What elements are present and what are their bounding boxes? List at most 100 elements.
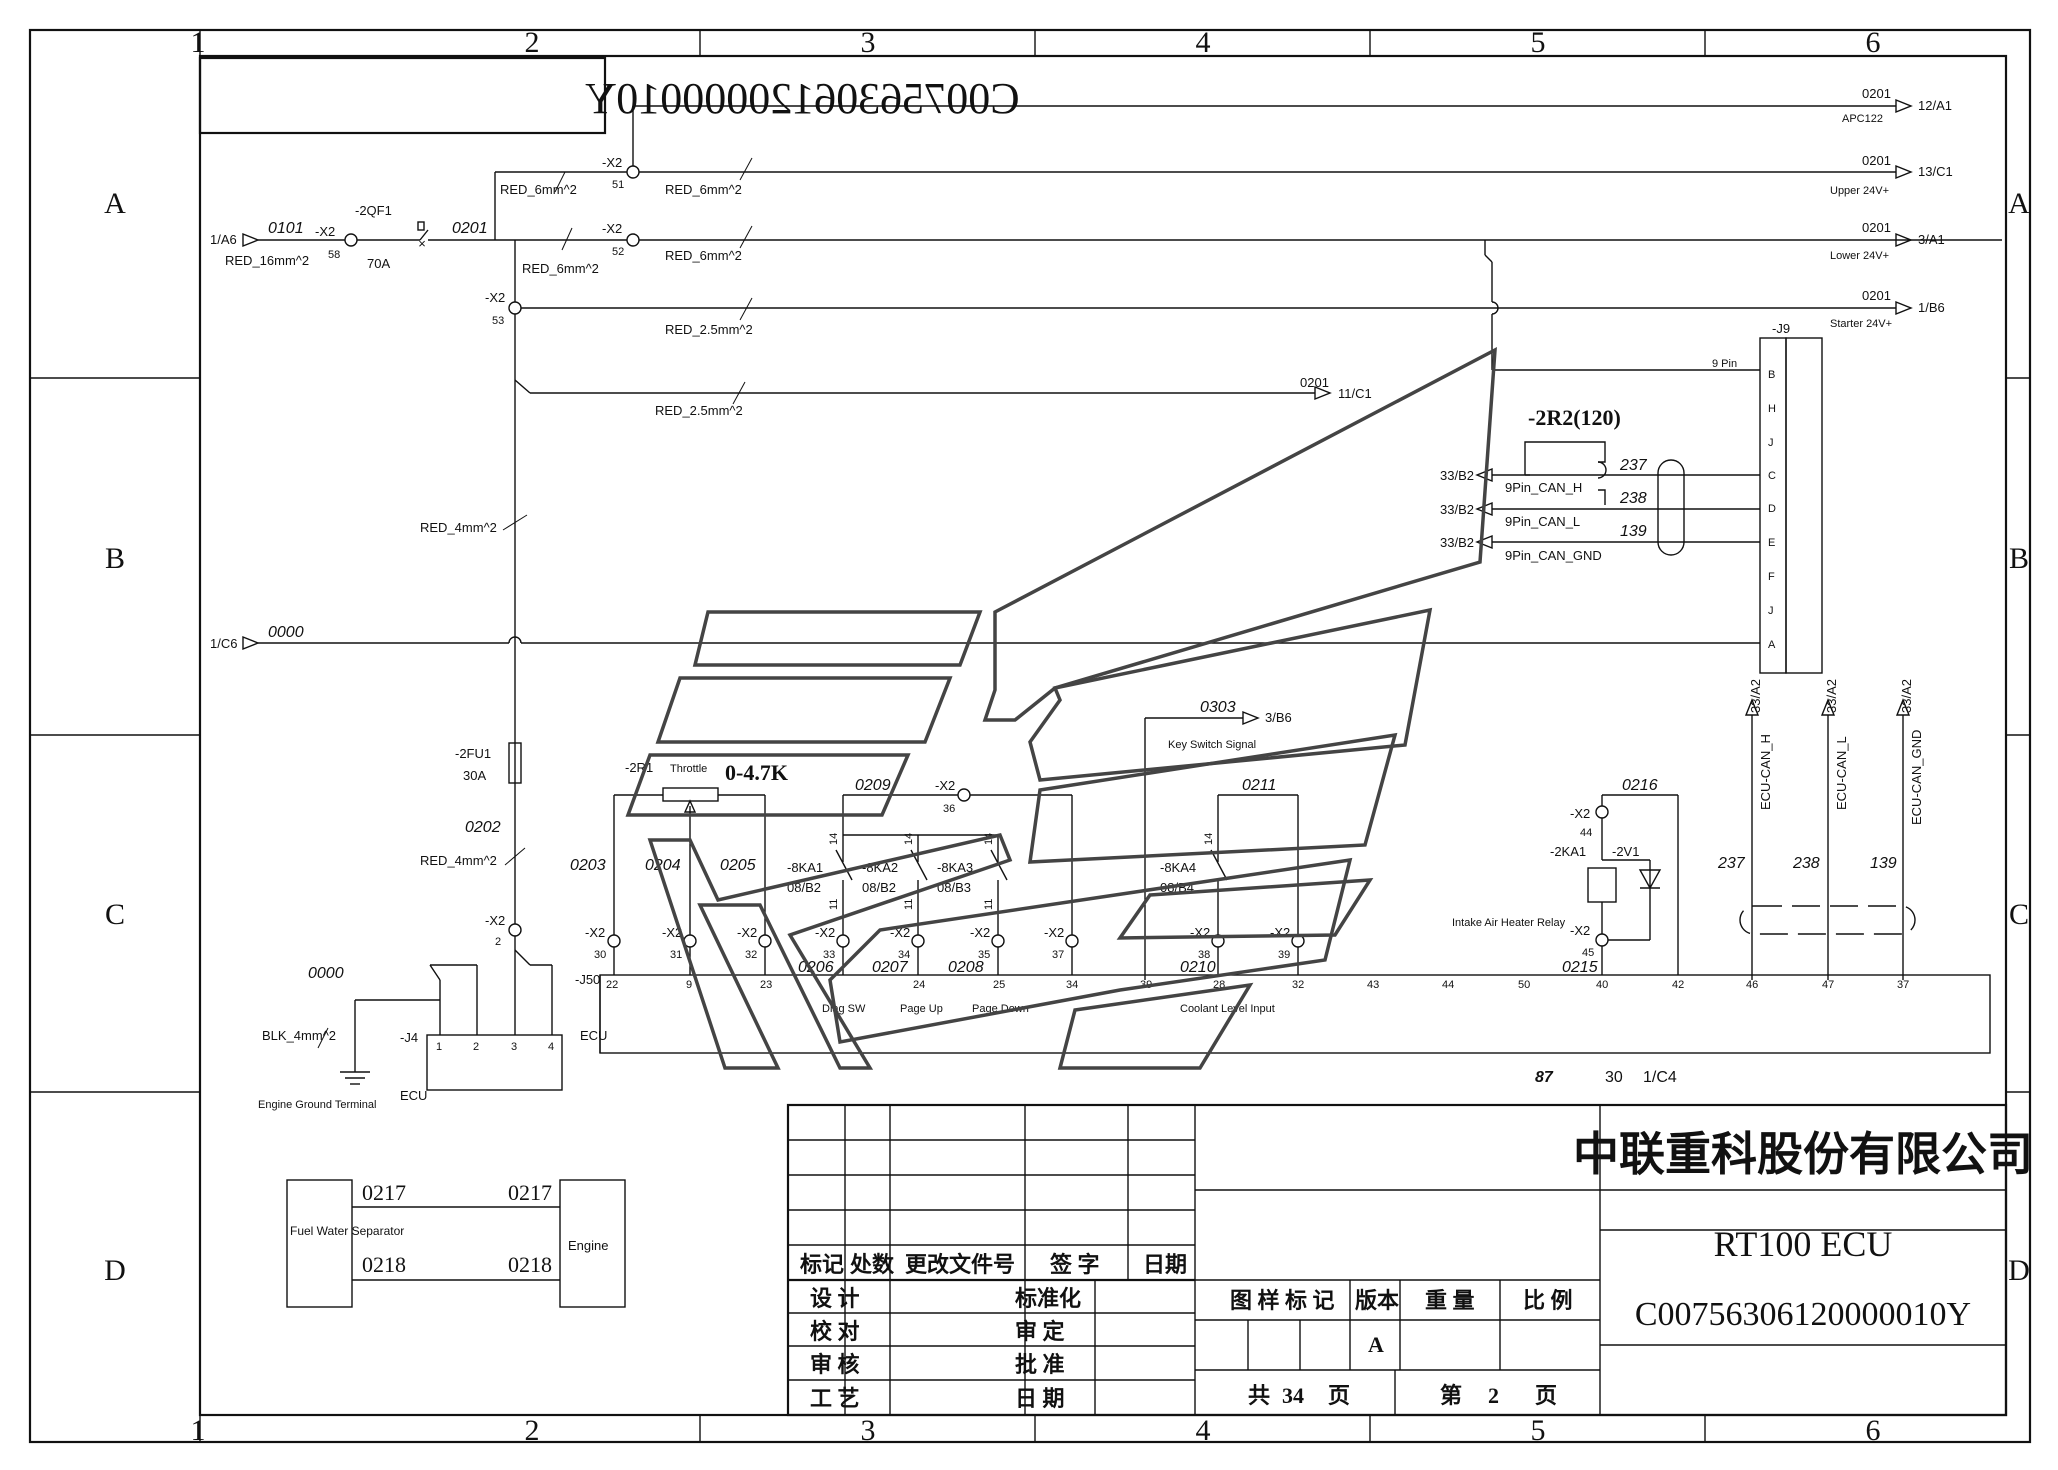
relay-ref: -8KA1 [787,860,823,875]
ecu-can-name: ECU-CAN_H [1758,734,1773,810]
relay-contact-lower: 11 [903,899,915,910]
bus-outputs: 0201 12/A1 APC122 0201 13/C1 Upper 24V+ … [1484,86,1953,371]
row-markers: A B C D A B C D [104,187,2030,1287]
breaker-x-icon: × [418,236,426,251]
ground-wire-j4: 0000 [308,965,344,982]
out-wire: 0201 [1862,288,1891,303]
ecu-can-h: 33/A2 ECU-CAN_H 237 [1717,679,1773,980]
drawing-number: C00756306120000010Y [1635,1296,1971,1333]
j9-pin: F [1768,571,1775,583]
total-label: 共 [1248,1383,1270,1408]
rev-header: 签 字 [1049,1252,1100,1277]
x2-pin: 35 [978,949,990,961]
relay-contact-lower: 11 [983,899,995,910]
ecu-can-name: ECU-CAN_L [1834,736,1849,810]
x2-pin: 32 [745,949,757,961]
row-marker-left: C [105,898,125,931]
relay-8ka1: -8KA1 08/B2 14 11 [787,833,998,935]
throttle-resistor [662,787,719,802]
rev-header: 日期 [1143,1252,1187,1277]
j4-pin: 3 [511,1041,517,1053]
fuse-2fu1 [508,742,522,784]
j50-name: ECU [580,1028,607,1043]
cable-red4-a: RED_4mm^2 [420,520,497,535]
x2-label: -X2 [935,778,955,793]
x2-label: -X2 [485,290,505,305]
cable-red25-a: RED_2.5mm^2 [665,322,753,337]
role-label: 工 艺 [810,1386,860,1411]
col-header: 重 量 [1425,1288,1475,1313]
ecu-can-ref: 33/A2 [1748,679,1763,713]
j4-pin: 1 [436,1041,442,1053]
relay-ref: -8KA3 [937,860,973,875]
can-ref: 33/B2 [1440,535,1474,550]
can-wire: 139 [1620,523,1647,540]
can-section: -2R2(120) 33/B2 9Pin_CAN_H 237 33/B2 9Pi… [1440,405,1924,980]
x2-label: -X2 [602,221,622,236]
out-wire: 0201 [1862,220,1891,235]
col-marker-bottom: 1 [191,1414,206,1447]
can-name: 9Pin_CAN_H [1505,480,1582,495]
j50-pin: 22 [606,979,618,991]
relay-8ka3: -8KA3 08/B3 14 11 [937,833,1008,935]
x2-label: -X2 [815,925,835,940]
j4-ref: -J4 [400,1030,418,1045]
j50-label: Page Down [972,1003,1029,1015]
rev-header: 处数 [849,1252,895,1277]
out-ref: 3/A1 [1918,232,1945,247]
fws-top-wire-left: 0217 [362,1180,406,1205]
x2-pin: 39 [1278,949,1290,961]
total-unit: 页 [1328,1383,1350,1408]
version-value: A [1368,1332,1384,1357]
relay-contact: 14 [828,833,840,845]
j50-pin: 23 [760,979,772,991]
out-ref: 13/C1 [1918,164,1953,179]
cable-red6-b: RED_6mm^2 [522,261,599,276]
j50-ref: -J50 [575,972,600,987]
relay-ref: -8KA4 [1160,860,1196,875]
terminal-32 [758,934,772,948]
x2-pin: 30 [594,949,606,961]
ecu-can-wire: 237 [1717,855,1746,872]
mirrored-drawing-number: C00756306120000010Y [198,56,1020,135]
throttle-name: Throttle [670,763,707,775]
wire-0210: 0210 [1180,959,1216,976]
relay-8ka2: -8KA2 08/B2 14 11 [862,833,928,935]
out-ref-11c1: 11/C1 [1338,386,1372,401]
company-name: 中联重科股份有限公司 [1573,1129,2033,1180]
out-wire: 0201 [1862,153,1891,168]
j50-pin: 34 [1066,979,1078,991]
j9-pin: J [1768,605,1774,617]
j50-pin: 47 [1822,979,1834,991]
total-pages: 34 [1282,1383,1304,1408]
terminal-35 [991,934,1005,948]
can-ref: 33/B2 [1440,502,1474,517]
x2-pin: 38 [1198,949,1210,961]
wire-0303: 0303 [1200,699,1236,716]
power-bus: 1/A6 0101 RED_16mm^2 -X2 58 -2QF1 70A × … [210,105,2002,1035]
relay-contact: 14 [903,833,915,845]
j9-pin: A [1768,639,1776,651]
relay-contact-lower: 11 [828,899,840,910]
role-label: 日 期 [1015,1386,1065,1411]
x2-pin-53: 53 [492,315,504,327]
x2-pin-2: 2 [495,936,501,948]
x2-label: -X2 [1570,806,1590,821]
terminal-30 [607,934,621,948]
terminal-36 [957,788,971,802]
x2-pin: 34 [898,949,910,961]
terminal-33 [836,934,850,948]
col-header: 版本 [1355,1288,1399,1313]
watermark-logo [625,346,1497,1070]
can-ref: 33/B2 [1440,468,1474,483]
ecu-can-l: 33/A2 ECU-CAN_L 238 [1792,679,1849,980]
col-header: 比 例 [1523,1288,1573,1313]
fws-bottom-wire-left: 0218 [362,1252,406,1277]
ecu-j4: -J4 ECU 1 2 3 4 0000 BLK_4mm^2 Engine Gr… [258,964,563,1111]
col-marker-bottom: 6 [1866,1414,1881,1447]
supply-ref: 1/A6 [210,232,237,247]
ecu-can-wire: 139 [1870,855,1897,872]
wire-0205: 0205 [720,857,756,874]
terminal-44 [1595,805,1609,819]
x2-label: -X2 [585,925,605,940]
